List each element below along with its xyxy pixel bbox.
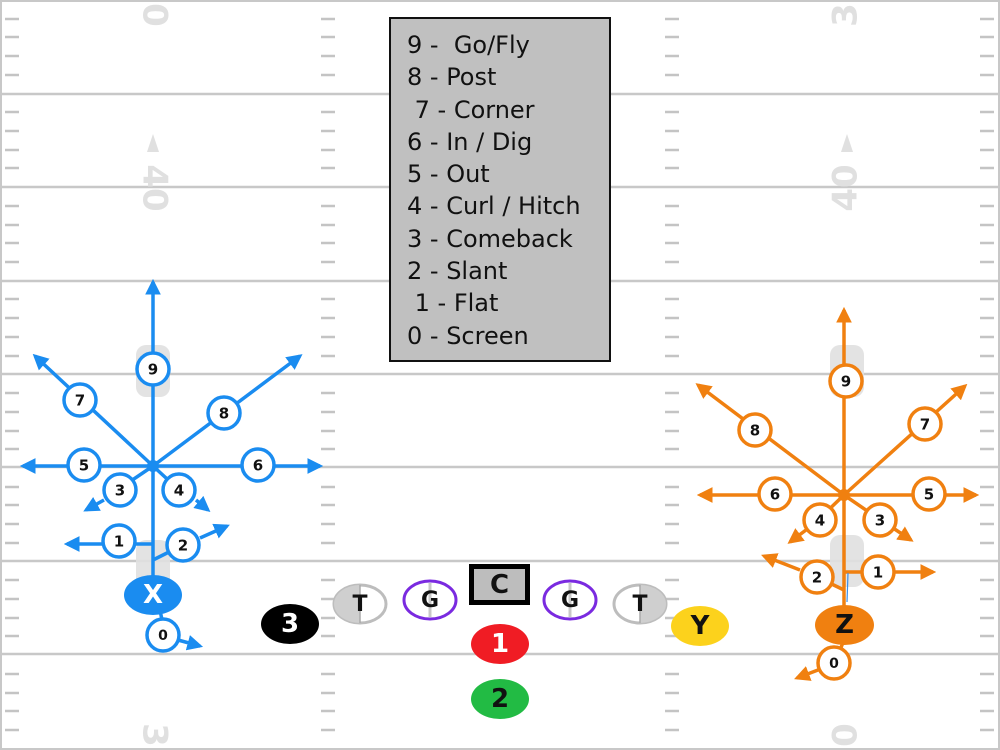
route-node-8 — [206, 395, 242, 431]
route-number-label: 0 — [158, 628, 168, 644]
route-number-label: 5 — [924, 486, 934, 504]
route-node-2 — [799, 559, 835, 595]
route-node-9 — [828, 363, 864, 399]
z-receiver-label: Z — [835, 610, 854, 640]
z-route-numbers: 9 8 7 6 5 4 3 2 1 0 — [737, 363, 947, 681]
x-route-origin — [147, 460, 159, 472]
yard-number: 0 — [135, 3, 175, 27]
x-receiver[interactable]: X — [124, 575, 182, 615]
z-guide-line — [846, 572, 849, 603]
yard-number: 0 — [826, 723, 866, 747]
route-node-7 — [62, 382, 98, 418]
route-number-label: 9 — [148, 361, 158, 379]
route-node-9 — [135, 351, 171, 387]
route-number-label: 3 — [875, 512, 885, 530]
route-node-8 — [737, 412, 773, 448]
route-number-label: 1 — [114, 533, 124, 551]
route-legend: 9 - Go/Fly 8 - Post 7 - Corner 6 - In / … — [389, 17, 611, 362]
y-receiver-label: Y — [690, 611, 710, 641]
yard-number: 40 — [826, 164, 866, 211]
route-node-0 — [145, 617, 181, 653]
offensive-line — [332, 579, 668, 625]
route-node-7 — [907, 406, 943, 442]
z-receiver[interactable]: Z — [815, 605, 874, 645]
legend-item-2: 2 - Slant — [407, 257, 508, 285]
yard-number: 3 — [135, 723, 175, 747]
route-number-label: 6 — [770, 486, 780, 504]
legend-item-1: 1 - Flat — [407, 289, 499, 317]
route-node-3 — [102, 472, 138, 508]
hash-marks — [5, 17, 994, 732]
legend-item-9: 9 - Go/Fly — [407, 31, 530, 59]
right-tackle-label-wrap[interactable]: T — [614, 585, 666, 623]
route-number-label: 4 — [815, 512, 825, 530]
right-guard-label: G — [560, 587, 580, 613]
route-node-4 — [161, 472, 197, 508]
quarterback-label: 1 — [490, 629, 510, 659]
route-node-0 — [816, 645, 852, 681]
right-tackle-label: T — [632, 591, 648, 617]
route-number-label: 7 — [75, 392, 85, 410]
yard-number: 3 — [826, 3, 866, 27]
route-number-label: 4 — [174, 482, 184, 500]
legend-item-6: 6 - In / Dig — [407, 128, 533, 156]
route-node-5 — [66, 447, 102, 483]
route-node-2 — [165, 527, 201, 563]
route-node-6 — [757, 476, 793, 512]
slot-receiver-3[interactable]: 3 — [261, 604, 319, 644]
y-receiver[interactable]: Y — [671, 606, 729, 646]
x-receiver-label: X — [142, 580, 164, 610]
route-node-1 — [860, 554, 896, 590]
legend-item-0: 0 - Screen — [407, 322, 529, 350]
route-node-4 — [802, 502, 838, 538]
x-route-numbers: 9 8 7 6 5 4 3 2 1 0 — [62, 351, 276, 653]
route-number-label: 8 — [750, 422, 760, 440]
quarterback-1[interactable]: 1 — [471, 624, 529, 664]
legend-item-7: 7 - Corner — [407, 96, 535, 124]
route-number-label: 3 — [115, 482, 125, 500]
left-tackle-label: T — [352, 591, 368, 617]
route-number-label: 1 — [873, 564, 883, 582]
route-number-label: 0 — [829, 656, 839, 672]
left-guard-label: G — [420, 587, 440, 613]
legend-item-4: 4 - Curl / Hitch — [407, 192, 581, 220]
left-guard-label-wrap[interactable]: G — [404, 581, 456, 619]
route-number-label: 8 — [219, 405, 229, 423]
yard-number: 40 — [135, 164, 175, 211]
center-label: C — [489, 569, 510, 600]
running-back-label: 2 — [490, 684, 510, 714]
route-number-label: 6 — [253, 457, 263, 475]
center[interactable]: C — [469, 564, 530, 605]
route-node-6 — [240, 447, 276, 483]
route-node-1 — [101, 523, 137, 559]
route-node-3 — [862, 502, 898, 538]
legend-item-5: 5 - Out — [407, 160, 490, 188]
right-guard-label-wrap[interactable]: G — [544, 581, 596, 619]
legend-item-3: 3 - Comeback — [407, 225, 573, 253]
route-node-5 — [911, 476, 947, 512]
running-back-2[interactable]: 2 — [471, 679, 529, 719]
route-number-label: 2 — [812, 569, 822, 587]
route-number-label: 9 — [841, 373, 851, 391]
route-number-label: 2 — [178, 537, 188, 555]
legend-item-8: 8 - Post — [407, 63, 497, 91]
yard-arrow-icon — [147, 134, 159, 152]
yard-arrow-icon — [841, 134, 853, 152]
route-number-label: 5 — [79, 457, 89, 475]
slot-receiver-label: 3 — [280, 609, 300, 639]
z-route-origin — [838, 489, 850, 501]
left-tackle-label-wrap[interactable]: T — [334, 585, 386, 623]
route-number-label: 7 — [920, 416, 930, 434]
